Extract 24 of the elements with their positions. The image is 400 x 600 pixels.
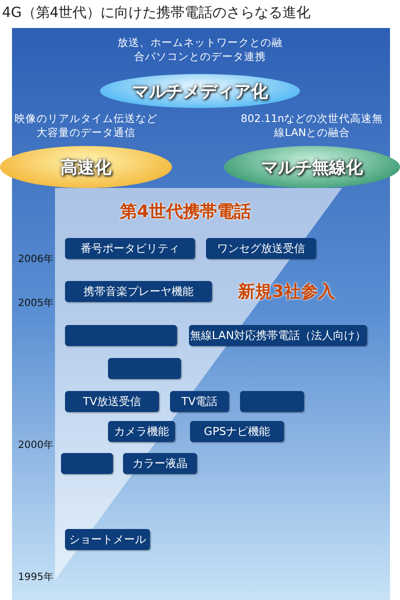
year-label: 2000年 [18, 439, 54, 452]
feature-box: カメラ機能 [108, 421, 175, 442]
caption-text: 映像のリアルタイム伝送など大容量のデータ通信 [14, 112, 158, 140]
feature-box: ワンセグ放送受信 [206, 238, 316, 259]
entry-heading: 新規3社参入 [238, 281, 335, 303]
empty-feature-box [65, 325, 177, 346]
feature-box: TV放送受信 [65, 391, 159, 412]
feature-box: 無線LAN対応携帯電話（法人向け） [189, 325, 367, 346]
year-label: 2006年 [18, 253, 54, 266]
feature-box: GPSナビ機能 [190, 421, 284, 442]
feature-box: カラー液晶 [123, 453, 197, 474]
diagram-title: 4G（第4世代）に向けた携帯電話のさらなる進化 [2, 4, 311, 22]
generation-heading: 第4世代携帯電話 [120, 201, 251, 223]
empty-feature-box [61, 453, 113, 474]
feature-box: ショートメール [65, 529, 150, 550]
empty-feature-box [240, 391, 304, 412]
year-label: 1995年 [18, 571, 54, 584]
feature-box: 携帯音楽プレーヤ機能 [65, 281, 212, 302]
caption-text: 放送、ホームネットワークとの融合パソコンとのデータ連携 [116, 36, 284, 64]
feature-box: 番号ポータビリティ [65, 238, 195, 259]
empty-feature-box [108, 358, 181, 379]
feature-box: TV電話 [170, 391, 229, 412]
year-label: 2005年 [18, 297, 54, 310]
caption-text: 802.11nなどの次世代高速無線LANとの融合 [240, 112, 384, 140]
